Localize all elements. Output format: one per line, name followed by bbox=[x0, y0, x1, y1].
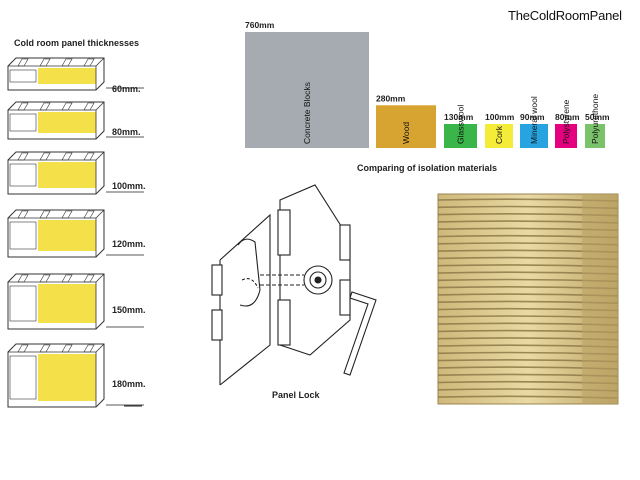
panel-180mm bbox=[7, 343, 144, 408]
bar-glasswool bbox=[444, 124, 477, 148]
hex-key bbox=[343, 291, 377, 376]
bar-category-label: Polyurethone bbox=[590, 94, 600, 144]
panel-lock-drawing bbox=[211, 184, 377, 386]
bar-category-label: Polystyrene bbox=[561, 99, 571, 144]
bar-value-label: 100mm bbox=[485, 112, 515, 122]
lock-left-bracket-bottom bbox=[211, 309, 223, 341]
bar-value-label: 90mm bbox=[520, 112, 545, 122]
panel-60mm bbox=[7, 57, 144, 91]
thickness-label-180: 180mm. bbox=[112, 379, 146, 389]
bar-category-label: Concrete Blocks bbox=[302, 82, 312, 144]
brand-title: TheColdRoomPanel bbox=[508, 8, 622, 23]
panel-thicknesses-title: Cold room panel thicknesses bbox=[14, 38, 140, 48]
bar-value-label: 80mm bbox=[555, 112, 580, 122]
thickness-label-120: 120mm. bbox=[112, 239, 146, 249]
panel-stack-image bbox=[437, 193, 619, 405]
panel-120mm bbox=[7, 209, 144, 258]
thickness-label-80: 80mm. bbox=[112, 127, 141, 137]
lock-right-bracket-bottom bbox=[277, 299, 291, 346]
lock-left-plate bbox=[219, 213, 271, 386]
bar-polystyrene bbox=[555, 124, 577, 148]
panel-80mm bbox=[7, 101, 144, 140]
bar-cork bbox=[485, 124, 513, 148]
lock-right-bracket-top bbox=[277, 209, 291, 256]
lock-hook bbox=[237, 238, 261, 307]
bar-polyurethone bbox=[585, 124, 605, 148]
panel-100mm bbox=[7, 151, 144, 195]
lock-left-bracket-top bbox=[211, 264, 223, 296]
bar-value-label: 50mm bbox=[585, 112, 610, 122]
chart-caption: Comparing of isolation materials bbox=[357, 163, 498, 173]
bar-category-label: Wood bbox=[401, 122, 411, 144]
panel-lock-caption: Panel Lock bbox=[272, 390, 320, 400]
bar-wood bbox=[376, 105, 436, 148]
panel-150mm bbox=[7, 273, 144, 330]
bar-value-label: 280mm bbox=[376, 93, 406, 103]
bar-category-label: Glasswool bbox=[456, 105, 466, 144]
thickness-label-150: 150mm. bbox=[112, 305, 146, 315]
bar-category-label: Cork bbox=[494, 125, 504, 144]
bar-value-label: 760mm bbox=[245, 20, 275, 30]
bar-mineral-wool bbox=[520, 124, 548, 148]
thickness-label-60: 60mm. bbox=[112, 84, 141, 94]
panel-thickness-illustrations bbox=[7, 57, 144, 408]
bar-category-label: Mineral wool bbox=[529, 96, 539, 144]
bar-value-label: 130mm bbox=[444, 112, 474, 122]
bar-concrete-blocks bbox=[245, 32, 369, 148]
thickness-label-100: 100mm. bbox=[112, 181, 146, 191]
